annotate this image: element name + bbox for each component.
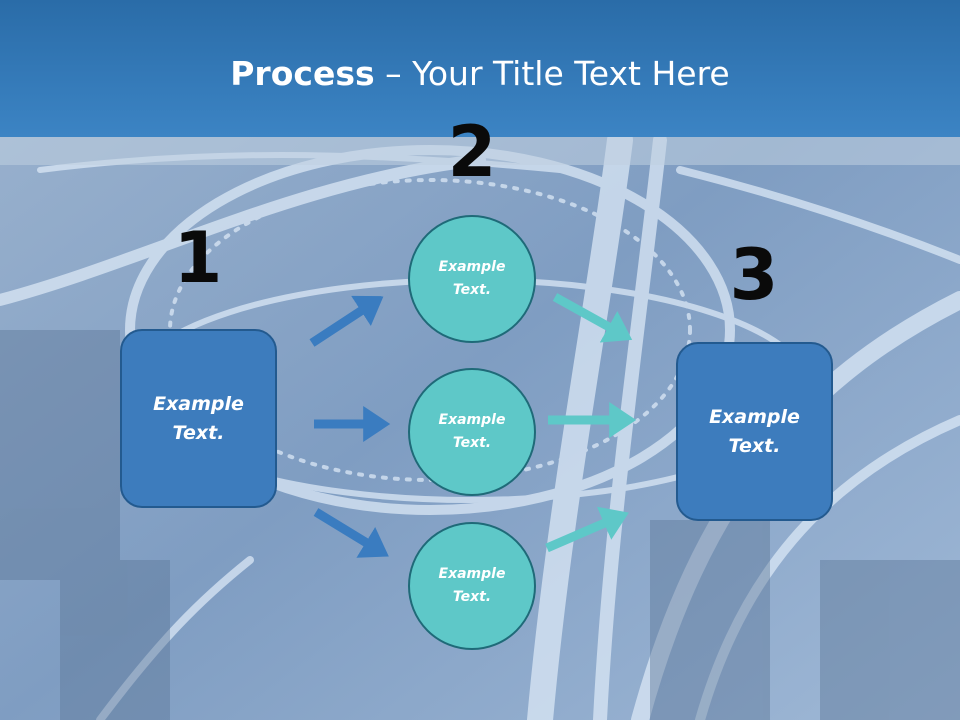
- circle-middle: Example Text.: [408, 368, 536, 496]
- title-band: [0, 0, 960, 137]
- left-box: Example Text.: [120, 329, 277, 508]
- title-bold: Process: [230, 54, 375, 93]
- circle-top: Example Text.: [408, 215, 536, 343]
- right-box: Example Text.: [676, 342, 833, 521]
- step-number-2: 2: [447, 111, 497, 193]
- title-rest: – Your Title Text Here: [374, 54, 730, 93]
- step-number-1: 1: [173, 217, 223, 299]
- slide-title: Process – Your Title Text Here: [0, 52, 960, 96]
- circle-bottom: Example Text.: [408, 522, 536, 650]
- step-number-3: 3: [729, 234, 779, 316]
